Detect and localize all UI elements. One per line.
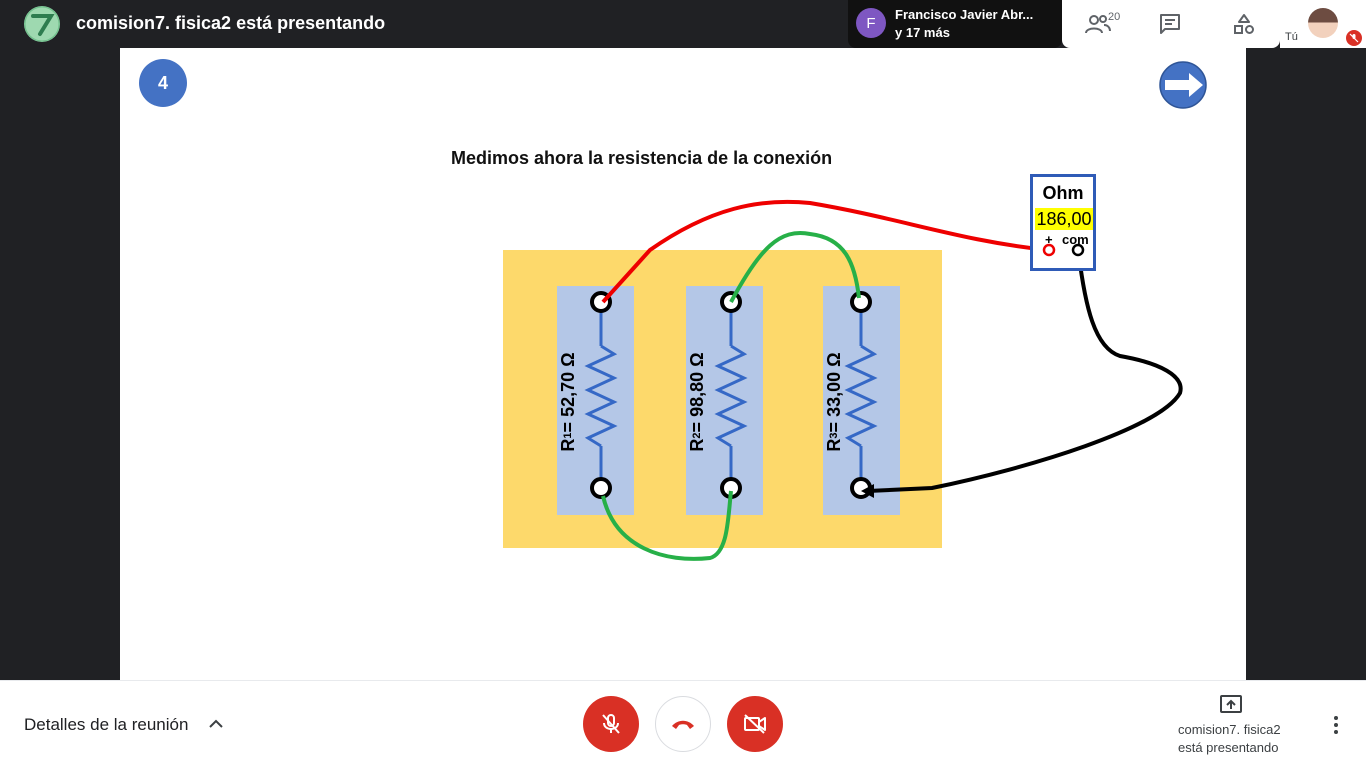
camera-toggle-button[interactable] [727, 696, 783, 752]
leave-call-button[interactable] [655, 696, 711, 752]
slide-number: 4 [139, 59, 187, 107]
presenter-more: y 17 más [895, 25, 950, 40]
chevron-up-icon[interactable] [206, 714, 226, 734]
resistor-panel-2 [686, 286, 763, 515]
mic-toggle-button[interactable] [583, 696, 639, 752]
meter-jacks [1042, 243, 1085, 257]
more-vert-icon[interactable] [1324, 713, 1348, 737]
presenter-name: Francisco Javier Abr... [895, 7, 1034, 22]
resistor-1-symbol [584, 310, 618, 480]
meeting-title: comision7. fisica2 está presentando [76, 13, 386, 33]
resistor-2-symbol [714, 310, 748, 480]
people-button[interactable] [1078, 8, 1118, 40]
mic-off-indicator-icon [1346, 30, 1362, 46]
presenting-status: comision7. fisica2 está presentando [1178, 722, 1281, 755]
terminal-r3-top [850, 291, 872, 313]
resistor-3-symbol [844, 310, 878, 480]
green-wire-r2-r3 [729, 231, 861, 303]
people-icon [1085, 15, 1111, 34]
terminals [590, 291, 872, 499]
participants-count: 20 [1108, 11, 1121, 23]
next-arrow-icon[interactable] [1159, 61, 1207, 109]
camera-off-icon [744, 714, 766, 734]
slide-title: Medimos ahora la resistencia de la conex… [451, 148, 833, 168]
meter-com-label: com [1062, 232, 1089, 247]
call-end-icon [672, 720, 694, 729]
meter-plus-label: + [1045, 232, 1053, 247]
red-wire [601, 199, 1049, 304]
activities-icon [1234, 14, 1254, 34]
meeting-tools [1062, 0, 1280, 48]
meter-title: Ohm [1042, 183, 1084, 203]
bottom-bar: Detalles de la reunión comision7. fisica… [0, 680, 1366, 768]
resistor-panel-1 [557, 286, 634, 515]
presenter-avatar: F [856, 8, 886, 38]
self-tile[interactable]: Tú [1280, 0, 1366, 48]
presentation-slide: 4 Medimos ahora la resistencia de la con… [120, 48, 1246, 680]
avatar [1308, 8, 1338, 38]
chat-icon [1160, 14, 1180, 34]
circuit-diagram [584, 199, 1183, 561]
top-bar: comision7. fisica2 está presentando F Fr… [0, 0, 1366, 48]
mic-off-icon [602, 714, 620, 734]
logo-icon [24, 6, 60, 42]
meter-reading: 186,00 [1035, 208, 1093, 230]
black-wire [867, 247, 1183, 493]
self-label: Tú [1285, 31, 1298, 43]
activities-button[interactable] [1224, 8, 1264, 40]
black-wire-arrow [861, 484, 874, 498]
meeting-details-button[interactable]: Detalles de la reunión [24, 715, 189, 734]
green-wire-r1-r2 [601, 490, 733, 561]
presenter-card[interactable]: F Francisco Javier Abr... y 17 más [848, 0, 1062, 48]
chat-button[interactable] [1150, 8, 1190, 40]
terminal-r1-bottom [590, 477, 612, 499]
ohmmeter: Ohm 186,00 + com [1030, 174, 1096, 271]
present-screen-icon[interactable] [1219, 694, 1243, 716]
